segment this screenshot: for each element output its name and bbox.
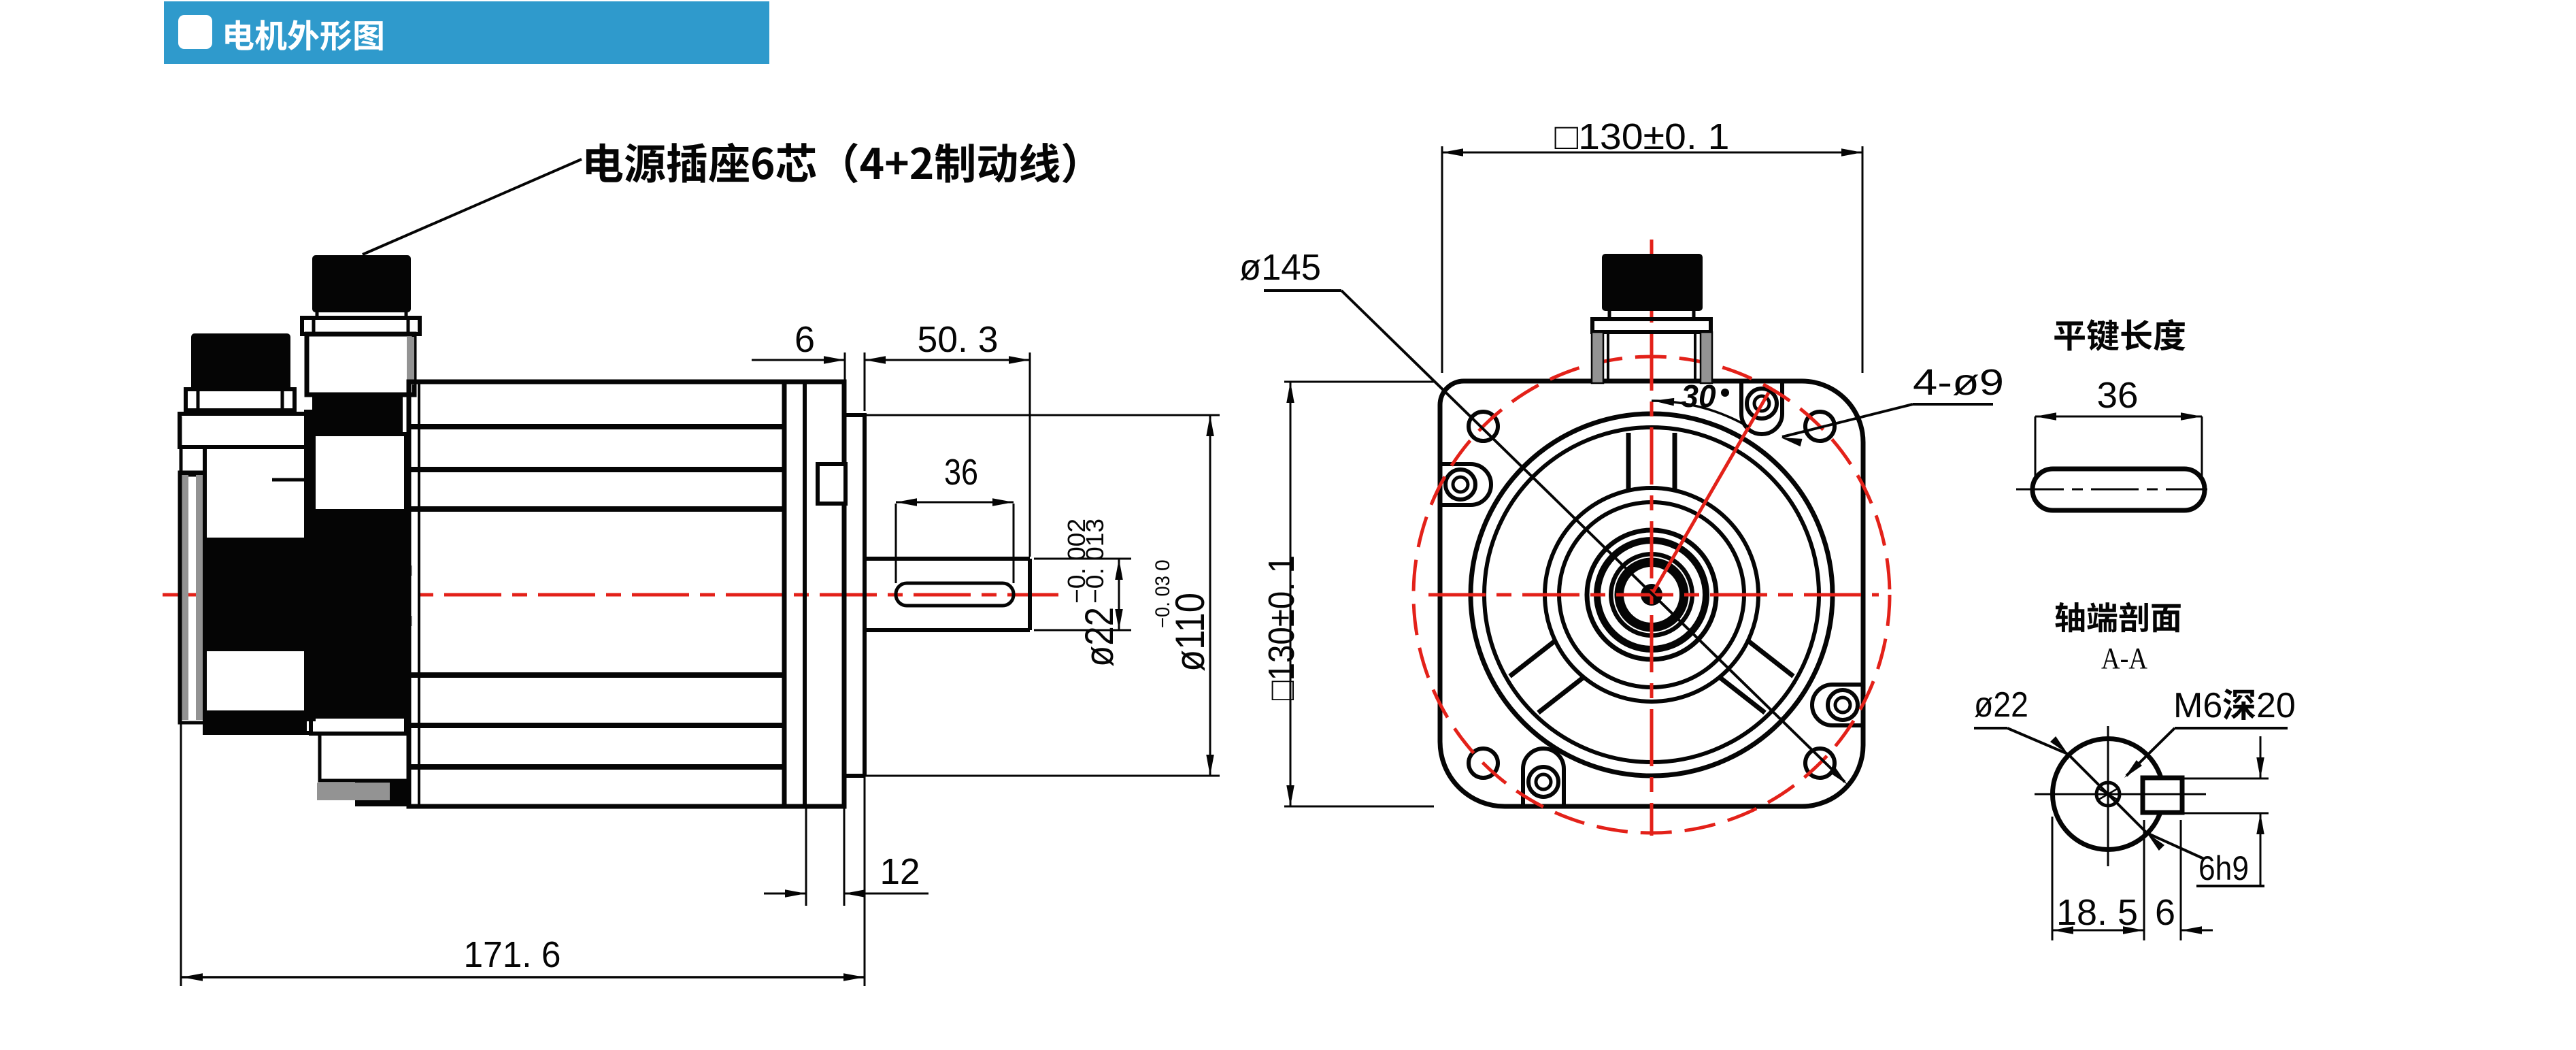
svg-text:A-A: A-A [2101, 642, 2147, 675]
svg-text:ø110: ø110 [1167, 593, 1213, 672]
svg-text:18. 5: 18. 5 [2056, 892, 2138, 933]
svg-text:−0. 002: −0. 002 [1063, 519, 1090, 604]
svg-text:□130±0. 1: □130±0. 1 [1261, 555, 1302, 700]
svg-text:ø22: ø22 [1077, 607, 1122, 667]
svg-text:36: 36 [2097, 375, 2139, 416]
svg-text:6: 6 [794, 319, 815, 360]
svg-text:4-ø9: 4-ø9 [1913, 362, 2004, 403]
svg-text:−0. 03: −0. 03 [1152, 576, 1174, 628]
svg-text:6h9: 6h9 [2198, 849, 2249, 887]
svg-text:12: 12 [880, 851, 920, 892]
svg-text:0: 0 [1152, 559, 1174, 571]
svg-text:50. 3: 50. 3 [918, 319, 999, 360]
svg-text:□130±0. 1: □130±0. 1 [1555, 116, 1730, 157]
svg-text:ø145: ø145 [1239, 247, 1321, 288]
svg-text:−0. 013: −0. 013 [1081, 519, 1109, 604]
svg-text:20: 20 [2256, 686, 2296, 725]
svg-text:6: 6 [2155, 892, 2175, 933]
svg-text:171. 6: 171. 6 [464, 934, 561, 975]
svg-text:M6: M6 [2173, 686, 2222, 725]
svg-text:ø22: ø22 [1974, 685, 2028, 725]
svg-text:36: 36 [944, 452, 978, 493]
svg-text:30: 30 [1681, 378, 1716, 414]
